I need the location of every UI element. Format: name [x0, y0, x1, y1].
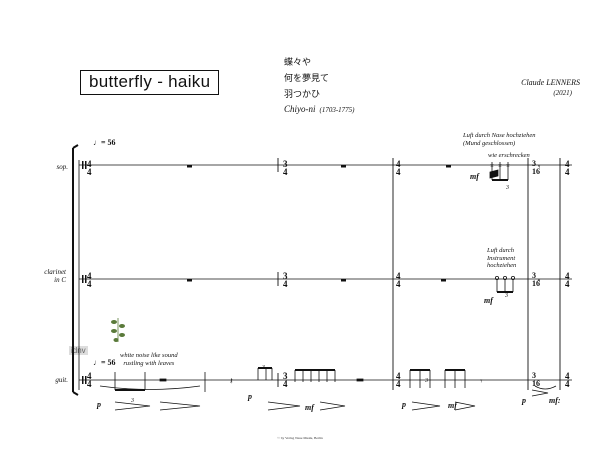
poet-name: Chiyo-ni: [284, 104, 316, 114]
tempo-marking-guitar: ♩= 56: [93, 358, 116, 367]
dynamic-guit-p-1: p: [97, 400, 101, 409]
clarinet-triplet: [494, 275, 515, 293]
label-clarinet-line1: clarinet: [44, 268, 66, 276]
percussion-clef-icon: [82, 161, 87, 384]
watermark-badge: idnv: [69, 346, 88, 355]
whole-rests: [187, 165, 451, 282]
annotation-sop-startled: wie erschrecken: [488, 152, 530, 159]
svg-text:×: ×: [490, 162, 494, 170]
annotation-guitar-noise: white noise like sound rustling with lea…: [120, 352, 178, 367]
guitar-measure-3: 𝄾: [409, 369, 483, 411]
tempo-marking-top: ♩= 56: [93, 138, 116, 147]
quarter-note-icon: ♩: [93, 138, 101, 147]
dynamic-guit-mf-colon: mf:: [549, 396, 561, 405]
composer-year: (2021): [553, 89, 572, 97]
soprano-triplet: × × ×: [489, 162, 510, 181]
dynamic-guit-mf-2: mf: [448, 401, 457, 410]
svg-text:𝄽: 𝄽: [230, 376, 233, 386]
haiku-line-1: 蝶々や: [284, 58, 312, 68]
haiku-text: 蝶々や 何を夢見て 羽つかひ: [284, 55, 329, 103]
composer-credit: Claude LENNERS (2021): [500, 78, 580, 98]
tuplet-cl: 3: [505, 293, 508, 299]
guitar-measure-2: 𝄽: [230, 367, 364, 411]
eighth-rest-sop: 𝄾: [538, 162, 541, 172]
svg-text:𝄾: 𝄾: [480, 376, 483, 386]
poet-credit: Chiyo-ni(1703-1775): [284, 104, 355, 114]
label-clarinet-line2: in C: [54, 276, 66, 284]
dynamic-guit-mf-1: mf: [305, 403, 314, 412]
poet-dates: (1703-1775): [319, 106, 355, 114]
dynamic-guit-p-3: p: [402, 400, 406, 409]
tuplet-guit-3: 3: [425, 378, 428, 384]
leaf-sprig-icon: [111, 318, 125, 342]
composer-name: Claude LENNERS: [521, 78, 580, 87]
label-soprano: sop.: [56, 163, 68, 171]
svg-text:×: ×: [498, 162, 502, 170]
eighth-rest-cl: 𝄾: [538, 276, 541, 286]
annotation-cl-breath: Luft durch Instrument hochziehen: [487, 247, 517, 269]
svg-text:×: ×: [506, 162, 510, 170]
barlines: [277, 158, 561, 390]
label-guitar: guit.: [55, 376, 68, 384]
dynamic-sop-mf: mf: [470, 172, 479, 181]
dynamic-cl-mf: mf: [484, 296, 493, 305]
guitar-measure-1: [99, 372, 206, 411]
haiku-line-2: 何を夢見て: [284, 74, 330, 84]
haiku-line-3: 羽つかひ: [284, 90, 321, 100]
label-clarinet: clarinet in C: [30, 268, 66, 284]
quarter-note-icon: ♩: [93, 358, 101, 367]
system-bracket: [72, 144, 79, 396]
piece-title: butterfly - haiku: [80, 70, 220, 95]
annotation-sop-breath: Luft durch Nase hochziehen (Mund geschlo…: [463, 132, 536, 147]
copyright-notice: © by Verlag Neue Musik, Berlin: [277, 436, 323, 440]
tuplet-guit-1: 3: [131, 398, 134, 404]
tuplet-sop: 3: [506, 185, 509, 191]
guitar-measure-4: [531, 385, 557, 397]
dynamic-guit-p-4: p: [522, 396, 526, 405]
dynamic-guit-p-2: p: [248, 392, 252, 401]
